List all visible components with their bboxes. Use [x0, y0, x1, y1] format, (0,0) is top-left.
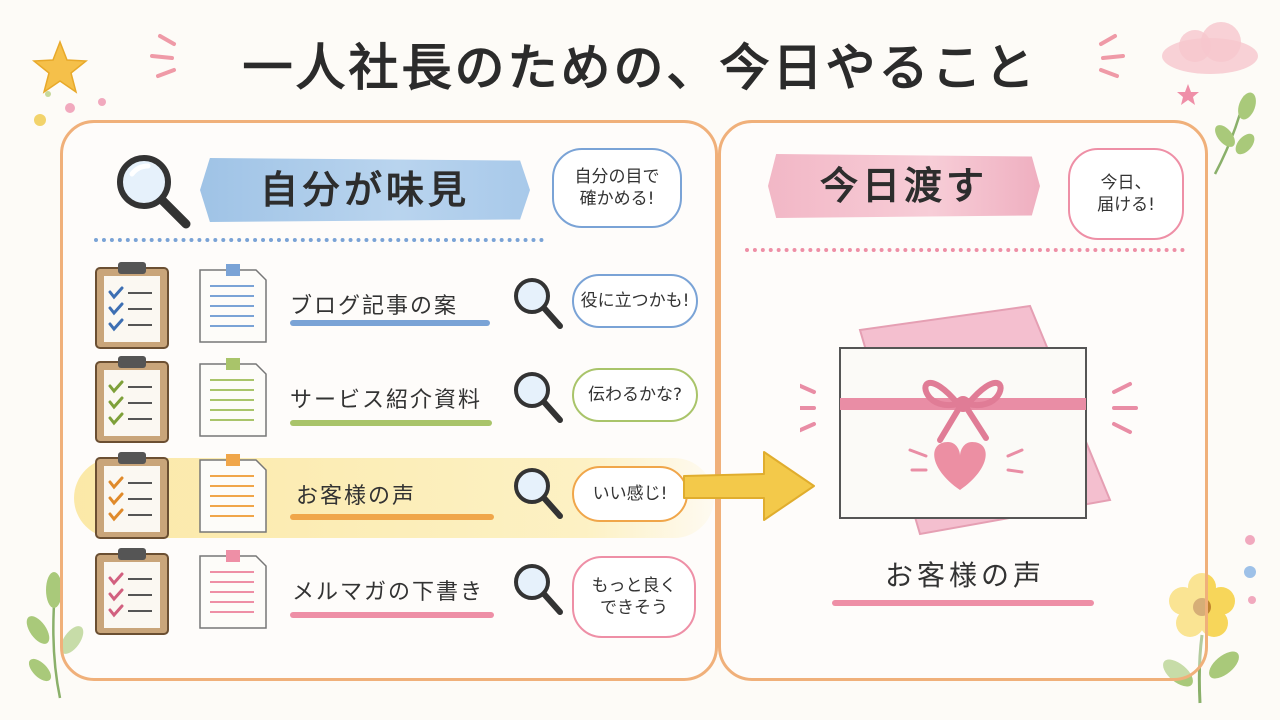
document-icon [199, 264, 267, 343]
clipboard-icon [95, 452, 169, 539]
task-row-label: サービス紹介資料 [290, 388, 483, 413]
task-row-underline [290, 514, 494, 520]
document-icon [199, 358, 267, 437]
banner-taste-test: 自分が味見 [200, 158, 530, 222]
document-icon [199, 550, 267, 629]
task-row-underline [290, 320, 490, 326]
task-row-underline [290, 612, 494, 618]
task-row-underline [290, 420, 492, 426]
banner-deliver-today: 今日渡す [768, 154, 1040, 218]
clipboard-icon [95, 548, 169, 635]
task-rows-graphics [95, 262, 563, 635]
star-icon [1177, 84, 1199, 105]
divider-line-right [745, 248, 1185, 252]
magnifier-icon [514, 372, 563, 423]
star-icon [31, 39, 89, 94]
comment-bubble: もっと良く できそう [572, 556, 696, 638]
magnifier-icon [514, 468, 563, 519]
sparkle-lines-decoration [150, 34, 176, 78]
speech-bubble-left-header: 自分の目で 確かめる! [552, 148, 682, 228]
clipboard-icon [95, 356, 169, 443]
dots-decoration [1244, 535, 1256, 604]
magnifier-icon [117, 155, 191, 229]
leaf-decoration [26, 572, 84, 699]
task-row-label: メルマガの下書き [292, 580, 485, 605]
task-row-label: ブログ記事の案 [290, 294, 459, 319]
clipboard-icon [95, 262, 169, 349]
leaf-decoration [1213, 92, 1256, 175]
comment-bubble: 役に立つかも! [572, 274, 698, 328]
gift-envelope-icon [800, 304, 1138, 536]
gift-label-underline [832, 600, 1094, 606]
comment-bubble: 伝わるかな? [572, 368, 698, 422]
document-icon [199, 454, 267, 533]
gift-label: お客様の声 [884, 559, 1045, 592]
magnifier-icon [514, 278, 563, 329]
magnifier-icon [514, 564, 563, 615]
sparkle-lines-decoration [1099, 34, 1125, 78]
arrow-right-icon [683, 451, 815, 521]
cloud-decoration [1162, 22, 1258, 74]
task-row-label: お客様の声 [296, 484, 417, 509]
divider-line-left [94, 238, 544, 242]
dots-decoration [34, 91, 106, 126]
speech-bubble-right-header: 今日、 届ける! [1068, 148, 1184, 240]
comment-bubble: いい感じ! [572, 466, 688, 522]
page-title: 一人社長のための、今日やること [242, 39, 1038, 97]
